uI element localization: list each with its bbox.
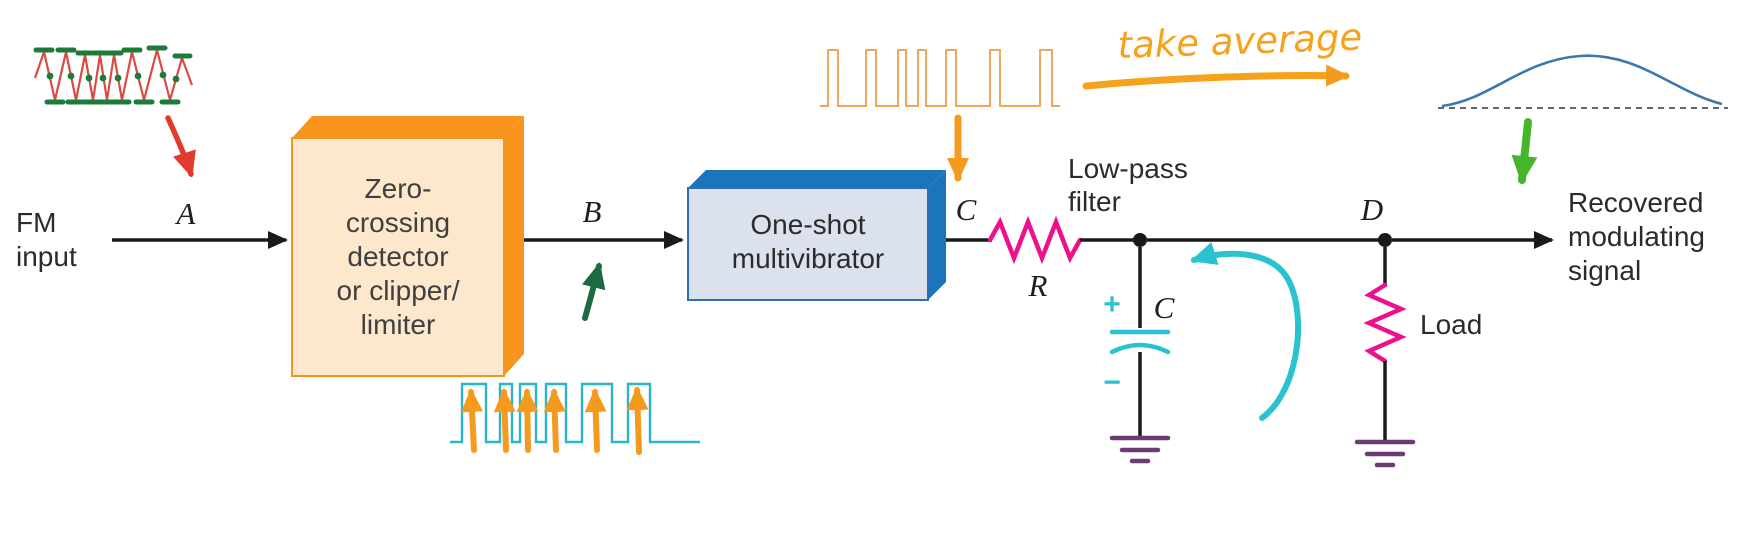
node-a-label: A [175,196,197,231]
ground-symbol-capacitor-icon [1109,435,1171,464]
fm-wave-green-dashes [33,45,193,105]
fm-input-line1: FM [16,207,56,238]
box2-front-face [687,187,929,301]
box1-top-face [292,116,524,138]
junction-node-lowpass [1133,233,1147,247]
box1-front-face [291,137,505,377]
output-line1: Recovered [1568,187,1703,218]
fm-wave-line [33,45,194,105]
ground-symbol-load-icon [1354,439,1416,468]
box1-line5: limiter [361,309,436,340]
take-average-annotation: take average [1082,15,1363,90]
fm-wave-green-dots [46,71,180,83]
recovered-signal-label: Recovered modulating signal [1568,187,1705,286]
average-waveform-sketch [1438,54,1728,109]
resistor-r-icon [987,215,1083,265]
node-b-label: B [583,194,602,229]
fm-input-line2: input [16,241,77,272]
box1-line2: crossing [346,207,450,238]
box2-top-face [688,170,946,188]
load-branch: Load [1354,247,1482,468]
fm-input-label: FM input [16,207,77,272]
box2-line1: One-shot [750,209,865,240]
box1-line3: detector [347,241,448,272]
box2-right-face [928,170,946,300]
capacitor-branch: + C − [1103,247,1175,464]
average-hump-line [1441,54,1723,108]
lowpass-line1: Low-pass [1068,153,1188,184]
output-line2: modulating [1568,221,1705,252]
teal-curved-arrow-icon [1190,241,1302,421]
lowpass-filter-label: Low-pass filter [1068,153,1188,217]
one-shot-multivibrator-box: One-shot multivibrator [687,170,946,301]
take-average-text: take average [1117,15,1363,67]
square-wave-line [450,382,700,444]
node-d-label: D [1360,192,1383,227]
load-label: Load [1420,309,1482,340]
output-line3: signal [1568,255,1641,286]
zero-crossing-detector-box: Zero- crossing detector or clipper/ limi… [291,116,524,377]
capacitor-minus-sign: − [1103,366,1121,399]
square-wave-sketch [450,382,700,455]
lowpass-line2: filter [1068,186,1121,217]
box2-line2: multivibrator [732,243,884,274]
box1-line4: or clipper/ [337,275,460,306]
box1-right-face [504,116,524,376]
load-resistor-icon [1363,282,1407,364]
junction-node-d [1378,233,1392,247]
node-c-label: C [956,192,977,227]
red-arrow-down-icon [165,115,196,178]
capacitor-bottom-plate-icon [1109,342,1171,355]
fm-waveform-sketch [33,45,194,105]
box1-line1: Zero- [365,173,432,204]
pulse-train-sketch [820,49,1060,107]
green-arrow-up-icon [582,262,606,321]
green-arrow-down-icon [1511,118,1538,184]
capacitor-plus-sign: + [1103,288,1121,321]
resistor-r-label: R [1028,268,1048,303]
capacitor-c-label: C [1154,290,1175,325]
orange-up-arrows-icon [461,386,649,455]
take-average-underline-arrow-icon [1082,64,1350,90]
